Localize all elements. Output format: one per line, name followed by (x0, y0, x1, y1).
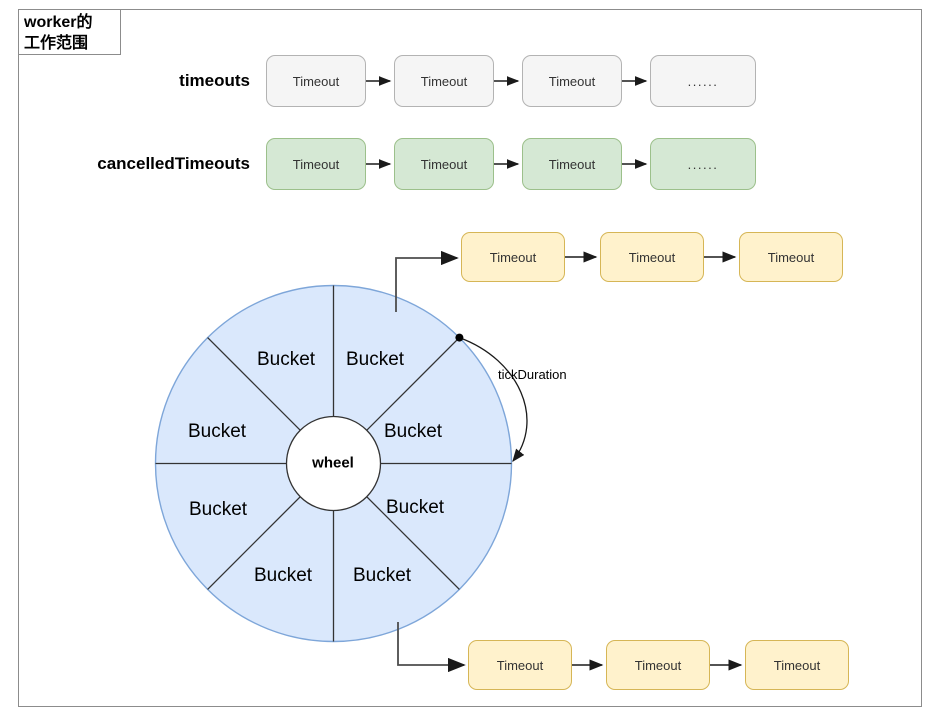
node-label: Timeout (489, 249, 537, 265)
wheel-bucket-label-2: Bucket (345, 349, 405, 370)
row-label-cancelled-timeouts: cancelledTimeouts (97, 154, 250, 173)
timeouts-node-1[interactable]: Timeout (266, 55, 366, 107)
node-label: Timeout (292, 156, 340, 172)
wheel-bucket-label-5: Bucket (352, 565, 412, 586)
node-label: Timeout (292, 73, 340, 89)
cancelled-timeouts-node-3[interactable]: Timeout (522, 138, 622, 190)
worker-scope-tag: worker的 工作范围 (18, 9, 121, 55)
node-label: ...... (687, 156, 719, 172)
wheel-bucket-label-6: Bucket (253, 565, 313, 586)
node-label: Timeout (496, 657, 544, 673)
wheel-to-bottom-chain-connector (397, 622, 466, 673)
node-label: Timeout (548, 156, 596, 172)
cancelled-timeouts-node-ellipsis[interactable]: ...... (650, 138, 756, 190)
bucket-chain-top-node-2[interactable]: Timeout (600, 232, 704, 282)
node-label: Timeout (773, 657, 821, 673)
node-label: ...... (687, 73, 719, 89)
bucket-chain-bottom-node-1[interactable]: Timeout (468, 640, 572, 690)
cancelled-timeouts-node-2[interactable]: Timeout (394, 138, 494, 190)
tick-duration-arc (455, 333, 528, 463)
bucket-chain-top-node-3[interactable]: Timeout (739, 232, 843, 282)
tick-duration-label: tickDuration (498, 367, 567, 382)
node-label: Timeout (634, 657, 682, 673)
timeouts-node-2[interactable]: Timeout (394, 55, 494, 107)
wheel-bucket-label-7: Bucket (188, 499, 248, 520)
scope-tag-line-2: 工作范围 (24, 35, 89, 52)
node-label: Timeout (420, 156, 468, 172)
wheel-bucket-label-1: Bucket (256, 349, 316, 370)
bucket-chain-bottom-node-2[interactable]: Timeout (606, 640, 710, 690)
bucket-chain-bottom-node-3[interactable]: Timeout (745, 640, 849, 690)
node-label: Timeout (420, 73, 468, 89)
scope-tag-line-1: worker的 (24, 14, 93, 31)
cancelled-timeouts-node-1[interactable]: Timeout (266, 138, 366, 190)
timeouts-node-3[interactable]: Timeout (522, 55, 622, 107)
wheel-hub-circle[interactable] (285, 415, 382, 512)
wheel-bucket-label-3: Bucket (383, 421, 443, 442)
row-label-timeouts: timeouts (179, 71, 250, 90)
wheel-bucket-label-8: Bucket (187, 421, 247, 442)
timeouts-node-ellipsis[interactable]: ...... (650, 55, 756, 107)
node-label: Timeout (628, 249, 676, 265)
wheel-labels: Bucket Bucket Bucket Bucket Bucket Bucke… (155, 285, 512, 642)
wheel-center-label: wheel (312, 454, 354, 472)
wheel-bucket-label-4: Bucket (385, 497, 445, 518)
node-label: Timeout (548, 73, 596, 89)
bucket-chain-top-node-1[interactable]: Timeout (461, 232, 565, 282)
wheel-to-top-chain-connector (395, 250, 459, 312)
node-label: Timeout (767, 249, 815, 265)
